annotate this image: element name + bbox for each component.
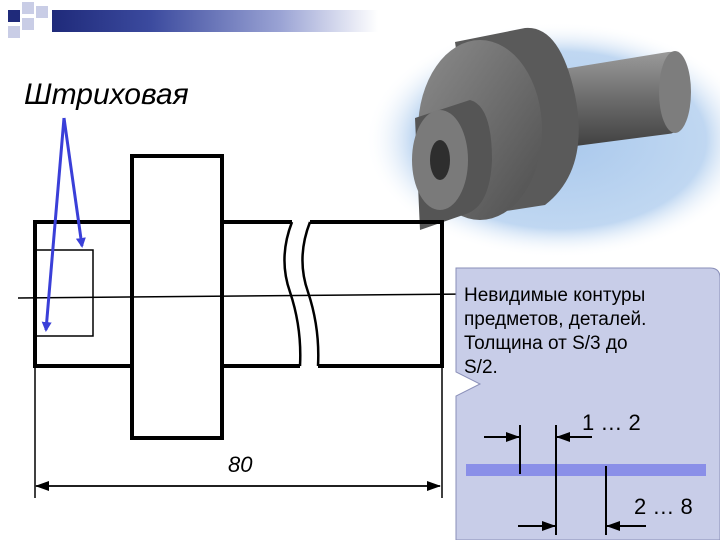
dimension-label: 80 [228,452,253,477]
callout-line: Невидимые контуры [464,285,646,306]
dash-length-label: 1 … 2 [582,410,641,435]
slide-decoration-squares [0,0,60,50]
slide-decoration-bar [52,10,378,32]
callout-line: Толщина от S/3 до [464,333,628,354]
callout-description: Невидимые контуры предметов, деталей. То… [464,284,714,380]
hidden-contour-bore [34,249,94,337]
centerline [17,293,471,299]
part-3d-illustration [365,22,720,258]
part-2d-outline [33,154,444,440]
dimension-80 [34,366,443,498]
hatch-line-label: Штриховая [24,78,189,111]
callout-line: S/2. [464,357,498,378]
pointer-arrow-lower [41,117,66,332]
dash-spec-diagram [466,425,706,535]
pointer-arrow-upper [62,117,86,248]
callout-line: предметов, деталей. [464,309,647,330]
gap-length-label: 2 … 8 [634,494,693,519]
